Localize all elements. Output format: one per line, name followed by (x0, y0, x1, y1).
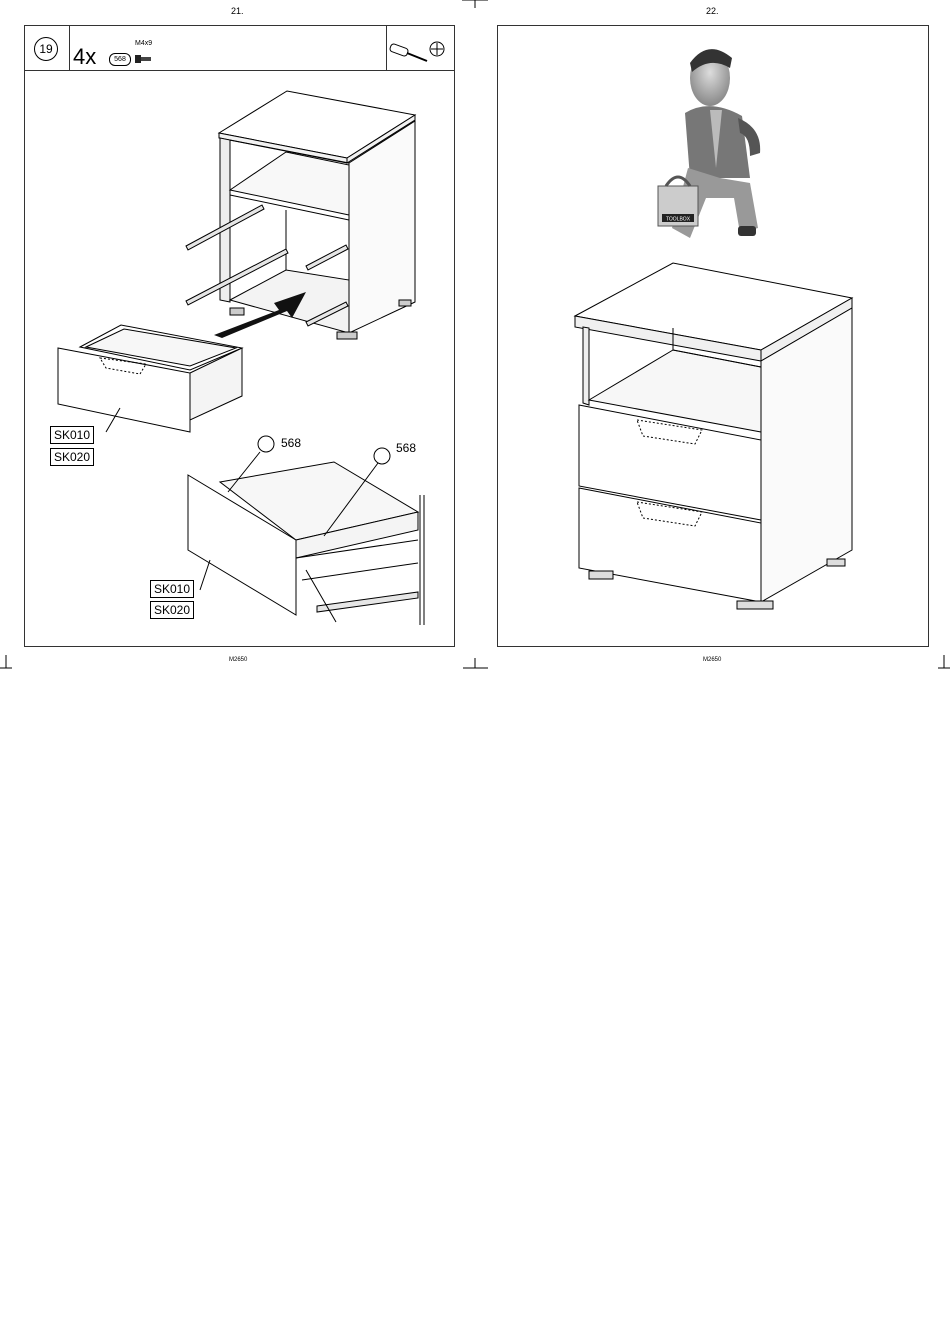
tools-divider (386, 26, 387, 70)
step-number: 19 (34, 37, 58, 61)
page-number-right: 22. (706, 6, 719, 16)
part-label-sk020-lower: SK020 (150, 601, 194, 619)
callout-part-568-a: 568 (281, 436, 301, 450)
header-divider (69, 26, 70, 70)
screw-spec: M4x9 (135, 40, 152, 47)
page-number-left: 21. (231, 6, 244, 16)
phillips-bit-icon (429, 41, 445, 57)
part-id-badge: 568 (109, 53, 131, 66)
footer-left: M2650 (229, 657, 247, 663)
drawer-screw-detail (24, 430, 454, 630)
toolbox-label: TOOLBOX (666, 217, 691, 223)
step-header: 19 4x 568 M4x9 (25, 26, 454, 71)
screw-icon (133, 52, 153, 66)
finished-nightstand-illustration (497, 250, 927, 630)
screwdriver-icon (389, 42, 429, 62)
part-label-sk010-lower: SK010 (150, 580, 194, 598)
part-quantity: 4x (73, 44, 96, 70)
footer-right: M2650 (703, 657, 721, 663)
mascot-illustration: TOOLBOX (650, 38, 780, 248)
callout-part-568-b: 568 (396, 441, 416, 455)
